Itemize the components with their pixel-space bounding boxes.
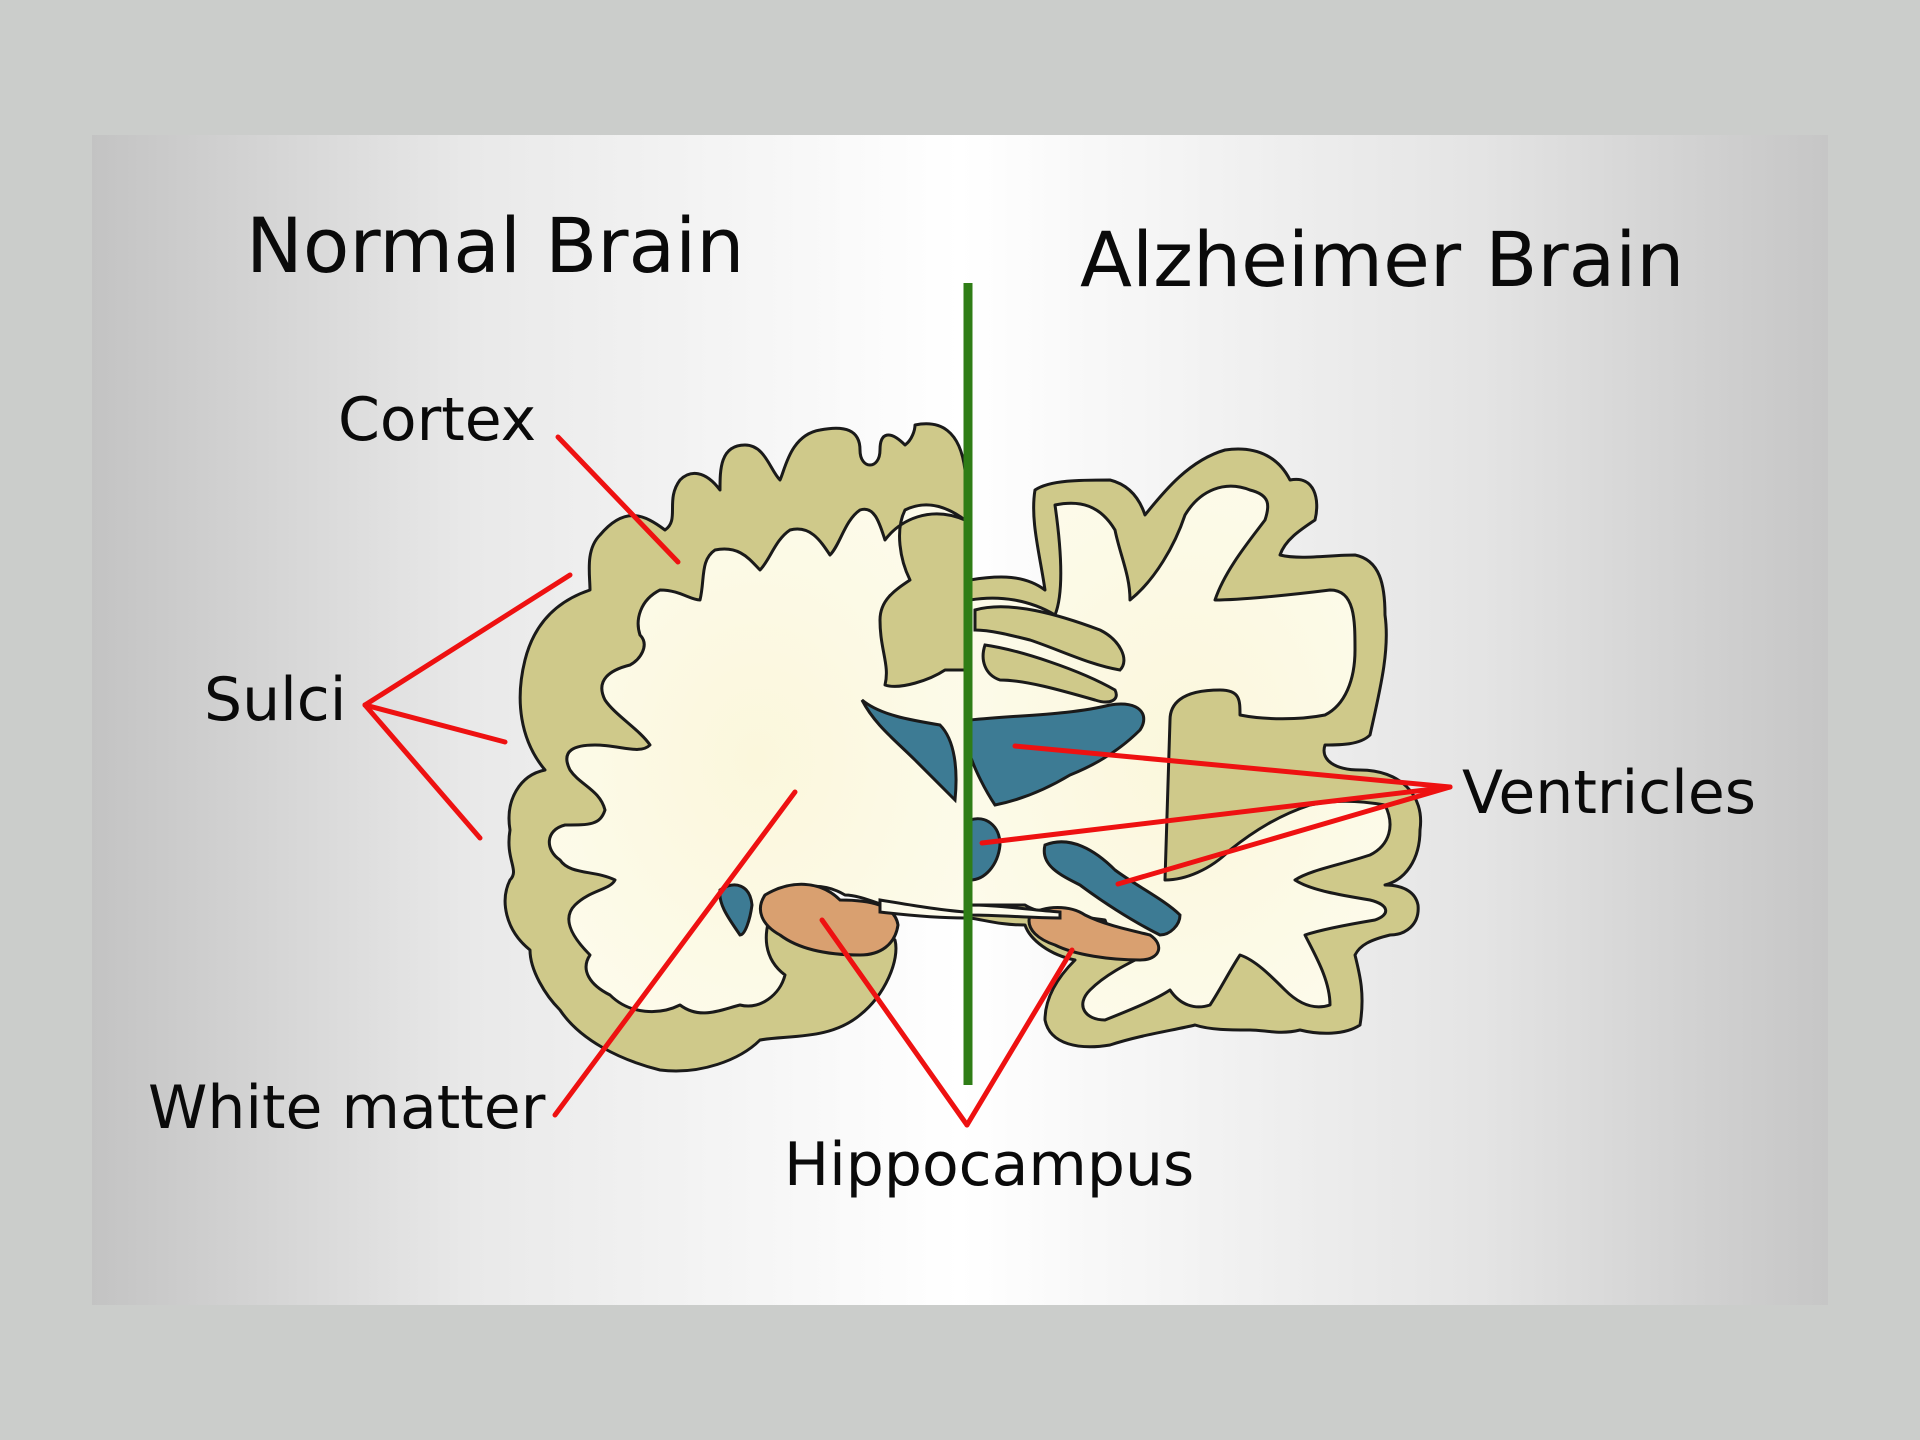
pointer-white-matter	[552, 789, 798, 1118]
pointer-hippocampus-normal	[819, 917, 970, 1128]
normal-brain	[503, 422, 967, 1073]
normal-ventricle-lower	[718, 883, 754, 937]
title-normal-brain: Normal Brain	[246, 201, 745, 290]
pointer-sulci-lower	[362, 702, 483, 841]
alzheimer-brain	[968, 447, 1423, 1049]
alzheimer-bridge	[968, 903, 1062, 920]
alzheimer-inner-gyrus-2	[981, 643, 1118, 704]
title-alzheimer-brain: Alzheimer Brain	[1080, 215, 1685, 304]
normal-hippocampus	[759, 882, 900, 957]
alzheimer-ventricle-upper	[968, 702, 1146, 807]
pointer-lines	[362, 434, 1453, 1128]
pointer-ventricles-lower	[1115, 784, 1453, 887]
alzheimer-hippocampus	[1027, 906, 1161, 962]
label-hippocampus: Hippocampus	[784, 1130, 1195, 1200]
label-ventricles: Ventricles	[1462, 758, 1757, 828]
pointer-ventricles-upper	[1012, 743, 1453, 790]
label-white-matter: White matter	[148, 1073, 546, 1143]
alzheimer-inner-gyrus	[973, 605, 1126, 672]
pointer-cortex	[555, 434, 681, 565]
alzheimer-ventricle-lower	[1042, 840, 1182, 937]
alzheimer-ventricle-mid	[968, 817, 1002, 882]
pointer-ventricles-mid	[979, 784, 1453, 846]
label-sulci: Sulci	[204, 665, 347, 735]
label-cortex: Cortex	[338, 385, 537, 455]
pointer-sulci-middle	[362, 702, 508, 745]
pointer-hippocampus-alzheimer	[964, 947, 1075, 1128]
normal-ventricle-upper	[860, 698, 958, 804]
pointer-sulci-upper	[362, 572, 573, 708]
